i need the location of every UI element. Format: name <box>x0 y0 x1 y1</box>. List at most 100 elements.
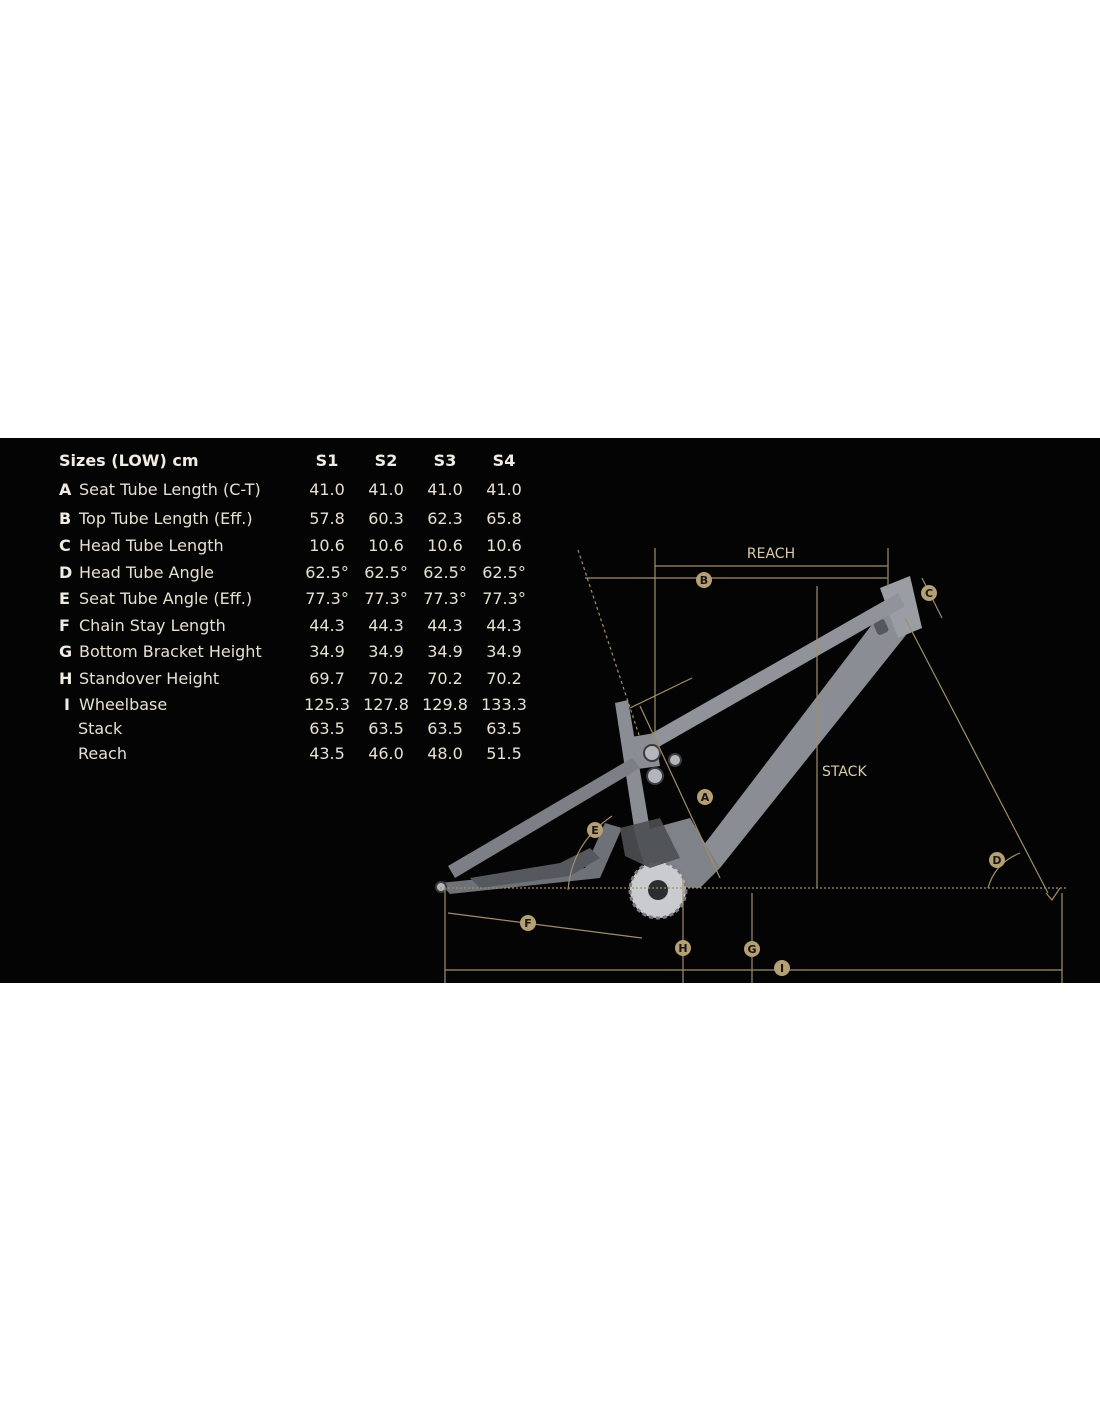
size-header-s3: S3 <box>433 451 457 470</box>
chain-stay-cover <box>470 848 600 888</box>
cable-port <box>873 619 889 635</box>
row-label: Seat Tube Angle (Eff.) <box>79 589 253 608</box>
row-letter: D <box>59 563 73 582</box>
stack-label: STACK <box>822 764 867 780</box>
row-value: 63.5 <box>427 719 463 738</box>
marker-circle <box>774 960 790 976</box>
row-value: 44.3 <box>309 616 345 635</box>
row-value: 41.0 <box>309 480 345 499</box>
top-tube <box>640 593 905 753</box>
markers: A B C D E F G H I <box>520 572 1005 976</box>
row-value: 63.5 <box>368 719 404 738</box>
frame-body <box>435 576 922 920</box>
row-label: Stack <box>78 719 123 738</box>
table-title: Sizes (LOW) cm <box>59 451 199 470</box>
row-value: 77.3° <box>364 589 408 608</box>
row-value: 41.0 <box>368 480 404 499</box>
chain-stay <box>440 823 622 894</box>
size-header-s4: S4 <box>492 451 516 470</box>
row-value: 65.8 <box>486 509 522 528</box>
row-label: Reach <box>78 744 127 763</box>
marker-f: F <box>520 915 536 931</box>
row-value: 57.8 <box>309 509 345 528</box>
row-value: 62.5° <box>305 563 349 582</box>
row-label: Chain Stay Length <box>79 616 226 635</box>
marker-c: C <box>921 585 937 601</box>
row-value: 10.6 <box>368 536 404 555</box>
row-value: 62.5° <box>423 563 467 582</box>
marker-e: E <box>587 822 603 838</box>
row-value: 77.3° <box>305 589 349 608</box>
row-value: 44.3 <box>368 616 404 635</box>
marker-circle <box>921 585 937 601</box>
row-value: 127.8 <box>363 695 409 714</box>
marker-h: H <box>675 940 691 956</box>
marker-circle <box>587 822 603 838</box>
marker-letter: D <box>992 854 1001 867</box>
row-value: 41.0 <box>427 480 463 499</box>
row-letter: E <box>59 589 70 608</box>
row-value: 70.2 <box>486 669 522 688</box>
row-letter: C <box>59 536 71 555</box>
row-letter: G <box>59 642 73 661</box>
row-value: 62.5° <box>364 563 408 582</box>
marker-circle <box>744 941 760 957</box>
row-value: 34.9 <box>368 642 404 661</box>
marker-circle <box>520 915 536 931</box>
marker-letter: E <box>591 824 599 837</box>
marker-circle <box>696 572 712 588</box>
row-value: 125.3 <box>304 695 350 714</box>
row-label: Standover Height <box>79 669 220 688</box>
marker-circle <box>675 940 691 956</box>
row-value: 63.5 <box>309 719 345 738</box>
row-value: 46.0 <box>368 744 404 763</box>
row-value: 41.0 <box>486 480 522 499</box>
chainring-hub <box>648 880 668 900</box>
row-value: 70.2 <box>368 669 404 688</box>
row-value: 10.6 <box>427 536 463 555</box>
marker-g: G <box>744 941 760 957</box>
pivot-upper <box>643 744 661 762</box>
row-value: 34.9 <box>427 642 463 661</box>
seat-stay <box>448 758 640 878</box>
size-header-s1: S1 <box>315 451 339 470</box>
marker-letter: A <box>701 791 710 804</box>
row-letter: H <box>59 669 73 688</box>
row-value: 62.5° <box>482 563 526 582</box>
row-label: Head Tube Angle <box>79 563 215 582</box>
row-value: 60.3 <box>368 509 404 528</box>
marker-letter: F <box>524 917 532 930</box>
frame-geometry-diagram: REACH STACK A B C D E F G H I <box>435 546 1068 983</box>
row-label: Head Tube Length <box>79 536 224 555</box>
row-value: 129.8 <box>422 695 468 714</box>
row-value: 51.5 <box>486 744 522 763</box>
row-value: 77.3° <box>482 589 526 608</box>
pivot-rear <box>435 881 447 893</box>
row-value: 62.3 <box>427 509 463 528</box>
row-label: Bottom Bracket Height <box>79 642 262 661</box>
row-letter: F <box>59 616 70 635</box>
row-value: 77.3° <box>423 589 467 608</box>
marker-circle <box>697 789 713 805</box>
row-letter: A <box>59 480 72 499</box>
row-label: Seat Tube Length (C-T) <box>79 480 261 499</box>
reach-label: REACH <box>747 546 795 562</box>
marker-letter: B <box>700 574 708 587</box>
marker-letter: G <box>747 943 756 956</box>
pivot-rocker <box>668 753 682 767</box>
marker-i: I <box>774 960 790 976</box>
row-value: 10.6 <box>486 536 522 555</box>
pivot-lower <box>646 767 664 785</box>
row-value: 63.5 <box>486 719 522 738</box>
row-value: 69.7 <box>309 669 345 688</box>
marker-letter: C <box>925 587 933 600</box>
row-value: 48.0 <box>427 744 463 763</box>
down-tube <box>690 593 918 868</box>
row-label: Top Tube Length (Eff.) <box>79 509 253 528</box>
row-value: 70.2 <box>427 669 463 688</box>
row-value: 10.6 <box>309 536 345 555</box>
dimension-lines <box>440 548 1068 983</box>
row-value: 34.9 <box>309 642 345 661</box>
row-value: 44.3 <box>486 616 522 635</box>
marker-d: D <box>989 852 1005 868</box>
